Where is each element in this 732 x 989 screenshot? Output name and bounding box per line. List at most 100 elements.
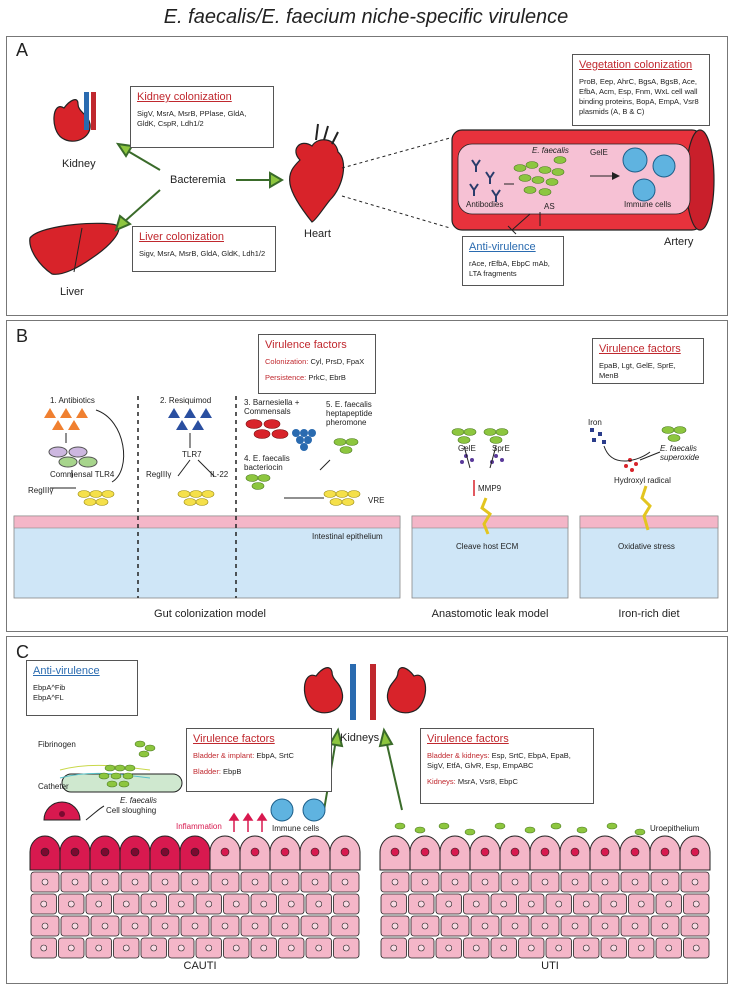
cell-nucleus [555,944,563,952]
label-reg3-2: RegIIIγ [146,470,172,479]
cell-nucleus [472,944,480,952]
cell-nucleus [280,847,290,857]
label-resiquimod: 2. Resiquimod [160,396,212,405]
heart-icon [289,123,345,223]
cell-nucleus [177,944,185,952]
cell-nucleus [250,847,260,857]
label-il22: IL-22 [210,470,229,479]
cell-nucleus [232,944,240,952]
caption-uti: UTI [541,960,559,972]
cell-nucleus [40,847,50,857]
cell-nucleus [251,922,259,930]
kidney-colonization-text: SigV, MsrA, MsrB, PPlase, GldA, GldK, Cs… [137,109,247,128]
cell-nucleus [450,847,460,857]
artery-as: AS [544,202,555,211]
vf-b-line2: Persistence: PrkC, EbrB [265,373,369,383]
cell-nucleus [445,900,453,908]
cell-nucleus [95,900,103,908]
cell-nucleus [511,922,519,930]
label-bacteriocin: 4. E. faecalis bacteriocin [244,454,290,472]
label-efaecalis-c: E. faecalis [120,796,157,805]
cell-nucleus [500,900,508,908]
cell-nucleus [661,878,669,886]
artery-efaecalis: E. faecalis [532,146,569,155]
artery-label: Artery [664,236,694,248]
vf-c2-line2: Kidneys: MsrA, Vsr8, EbpC [427,777,587,787]
cell-nucleus [445,944,453,952]
label-superoxide: E. faecalis superoxide [660,444,700,462]
kidney-label: Kidney [62,158,96,170]
panel-c [6,636,728,984]
label-reg3-1: RegIIIγ [28,486,54,495]
cell-nucleus [161,922,169,930]
cell-nucleus [71,922,79,930]
vf-b-persistence-list: PrkC, EbrB [306,373,346,382]
cell-nucleus [260,900,268,908]
vegetation-colonization-text: ProB, Eep, AhrC, BgsA, BgsB, Ace, EfbA, … [579,77,699,116]
cell-nucleus [692,900,700,908]
label-fibrinogen: Fibrinogen [38,740,76,749]
bacteria-yellow [77,490,361,506]
cell-nucleus [527,944,535,952]
vf-c1-line2-head: Bladder: [193,767,221,776]
cell-nucleus [342,944,350,952]
cell-nucleus [341,922,349,930]
cell-nucleus [571,922,579,930]
cell-nucleus [131,878,139,886]
cell-nucleus [131,922,139,930]
cell-nucleus [541,922,549,930]
kidney-colonization-title: Kidney colonization [137,91,232,103]
cell-nucleus [161,878,169,886]
label-inflammation: Inflammation [176,822,222,831]
cell-nucleus [122,944,130,952]
label-gele-b: GelE [458,444,476,453]
artery-gele: GelE [590,148,608,157]
bladder-epithelium-uti [379,835,711,959]
label-iron: Iron [588,418,602,427]
cell-nucleus [660,847,670,857]
cell-nucleus [481,922,489,930]
cell-nucleus [160,847,170,857]
cell-nucleus [610,900,618,908]
anti-virulence-title-c: Anti-virulence [33,665,100,677]
label-antibiotics: 1. Antibiotics [50,396,95,405]
cell-nucleus [311,878,319,886]
figure-title: E. faecalis/E. faecium niche-specific vi… [163,6,569,28]
cell-nucleus [40,944,48,952]
cell-nucleus [631,878,639,886]
cell-nucleus [251,878,259,886]
liver-colonization-text: Sigv, MsrA, MsrB, GldA, GldK, Ldh1/2 [139,249,266,258]
vf-b-persistence: Persistence: [265,373,307,382]
virulence-factors-box-b2: Virulence factors EpaB, Lgt, GelE, SprE,… [592,338,704,384]
cell-nucleus [582,900,590,908]
cell-nucleus [287,944,295,952]
cell-nucleus [510,847,520,857]
cell-nucleus [691,878,699,886]
anti-virulence-c-line1: EbpA^Fib [33,683,66,692]
cell-nucleus [390,900,398,908]
cell-nucleus [281,922,289,930]
cell-nucleus [390,944,398,952]
virulence-factors-box-c1: Virulence factors Bladder & implant: Ebp… [186,728,332,792]
kidney-icon [53,92,96,142]
label-cell-sloughing: Cell sloughing [106,806,157,815]
cell-nucleus [340,847,350,857]
cell-nucleus [67,944,75,952]
cell-nucleus [391,922,399,930]
kidneys-icon [303,664,427,720]
label-immune-cells-c: Immune cells [272,824,320,833]
cell-nucleus [570,847,580,857]
anti-virulence-box-c: Anti-virulence EbpA^Fib EbpA^FL [26,660,138,716]
bladder-epithelium-cauti [29,835,361,959]
virulence-factors-title-c2: Virulence factors [427,733,509,745]
label-catheter: Catheter [38,782,69,791]
cell-nucleus [315,900,323,908]
cell-nucleus [691,922,699,930]
virulence-factors-title-b: Virulence factors [265,339,347,351]
cell-nucleus [101,878,109,886]
vf-c2-line1-head: Bladder & kidneys: [427,751,490,760]
cell-nucleus [690,847,700,857]
virulence-factors-text-b2: EpaB, Lgt, GelE, SprE, MenB [599,361,676,380]
label-hydroxyl: Hydroxyl radical [614,476,671,485]
vf-c2-line1: Bladder & kidneys: Esp, SrtC, EbpA, EpaB… [427,751,587,771]
